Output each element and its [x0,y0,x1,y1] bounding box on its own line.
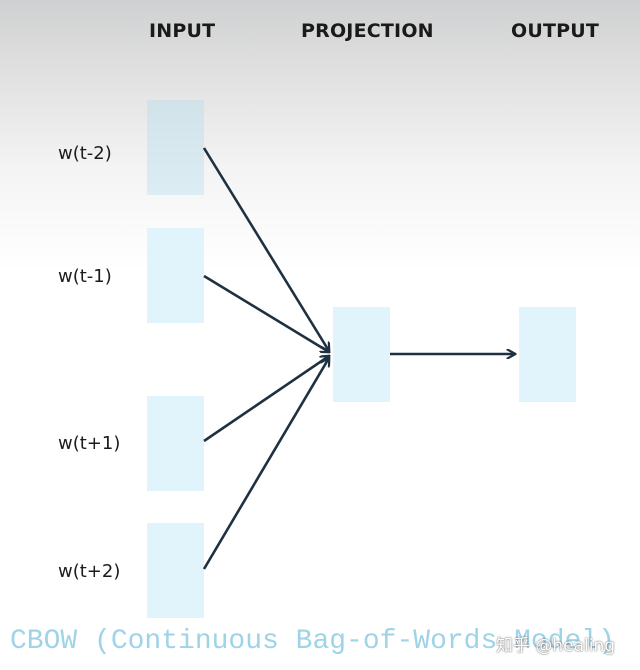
arrow-w-t-minus-1-to-projection [203,274,329,352]
diagram-caption: CBOW (Continuous Bag-of-Words Model) [10,626,615,657]
arrow-w-t-plus-1-to-projection [203,356,329,443]
input-box-w-t-minus-2 [147,100,204,195]
input-label-w-t-plus-2: w(t+2) [58,561,121,582]
input-box-w-t-plus-2 [147,523,204,618]
header-output: OUTPUT [511,20,600,42]
header-projection: PROJECTION [301,20,434,42]
input-box-w-t-plus-1 [147,396,204,491]
arrow-w-t-minus-2-to-projection [202,147,329,351]
input-label-w-t-plus-1: w(t+1) [58,433,121,454]
header-input: INPUT [149,20,216,42]
projection-box [333,307,390,402]
zhihu-watermark: 知乎 @healing [496,636,616,656]
arrow-w-t-plus-2-to-projection [202,358,329,570]
input-box-w-t-minus-1 [147,228,204,323]
output-box [519,307,576,402]
input-label-w-t-minus-2: w(t-2) [58,143,112,164]
input-label-w-t-minus-1: w(t-1) [58,266,112,287]
